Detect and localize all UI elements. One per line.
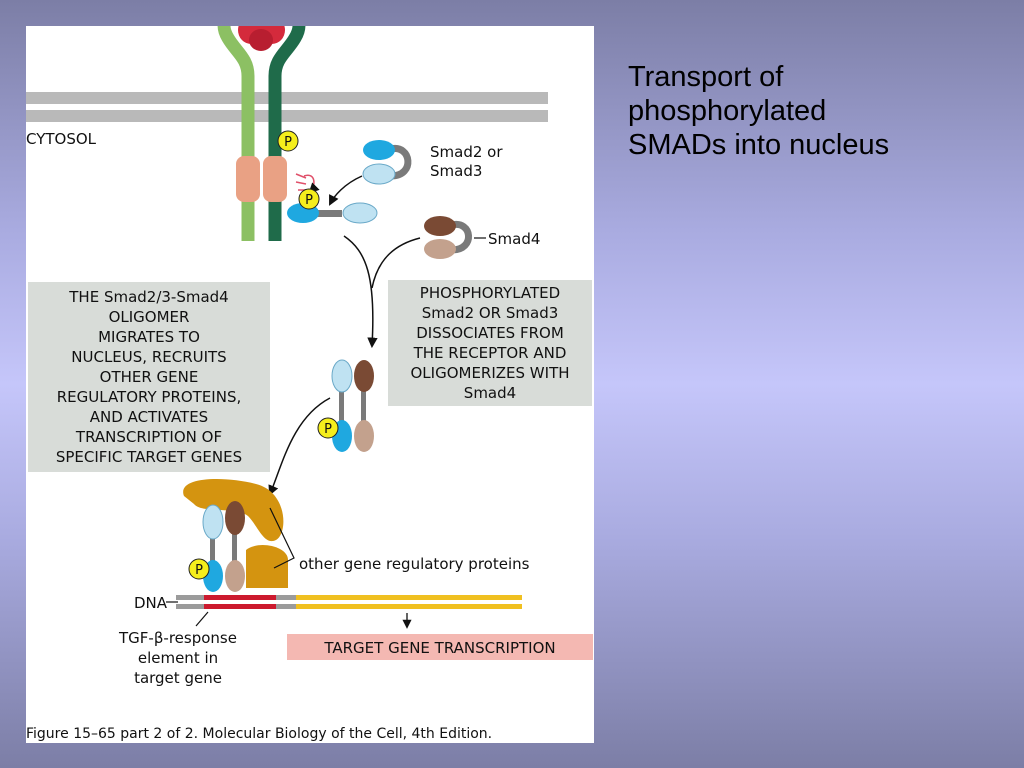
receptor-dark-chain — [268, 26, 306, 241]
smad4-free-protein — [424, 216, 486, 259]
left-box-line: AND ACTIVATES — [90, 408, 208, 426]
slide-title: Transport of phosphorylated SMADs into n… — [628, 60, 1008, 162]
receptor-to-oligomer-arrow — [343, 235, 378, 349]
kinase-domain-left — [236, 156, 260, 202]
phospho-label: P — [195, 563, 203, 578]
figure-panel: P CYTOSOL Smad2 or Smad3 P Smad4 THE Sma… — [26, 26, 594, 743]
right-box-line: PHOSPHORYLATED — [420, 284, 560, 302]
right-box-line: Smad4 — [464, 384, 516, 402]
left-box-line: OTHER GENE — [100, 368, 199, 386]
smad4-label: Smad4 — [488, 230, 540, 248]
tgf-label-line: TGF-β-response — [118, 629, 237, 647]
regulatory-complex-on-dna: P — [183, 479, 288, 592]
smad23-receptor-bound: P — [287, 188, 378, 224]
tgf-label-line: element in — [138, 649, 218, 667]
tgf-beta-ligand — [238, 26, 285, 51]
smad-oligomer-cytoplasm: P — [317, 359, 374, 452]
left-box-line: SPECIFIC TARGET GENES — [56, 448, 242, 466]
transcription-box: TARGET GENE TRANSCRIPTION — [287, 634, 593, 660]
receptor-light-chain — [217, 26, 255, 241]
slide-title-line: phosphorylated — [628, 95, 827, 127]
left-box-line: MIGRATES TO — [98, 328, 200, 346]
smad23-free-protein — [362, 140, 412, 185]
left-box-line: OLIGOMER — [109, 308, 190, 326]
right-info-box: PHOSPHORYLATED Smad2 OR Smad3 DISSOCIATE… — [388, 280, 592, 406]
smad23-label-line: Smad3 — [430, 162, 482, 180]
phospho-label: P — [305, 193, 313, 208]
right-box-line: Smad2 OR Smad3 — [422, 304, 559, 322]
transcription-label: TARGET GENE TRANSCRIPTION — [323, 639, 555, 657]
dna-label: DNA — [134, 594, 168, 612]
phospho-label: P — [284, 135, 292, 150]
kinase-domain-right — [263, 156, 287, 202]
other-proteins-pointer — [269, 507, 295, 569]
oligomer-to-nucleus-arrow — [268, 397, 331, 496]
plasma-membrane — [26, 92, 548, 122]
cytosol-label: CYTOSOL — [26, 130, 97, 148]
left-info-box: THE Smad2/3-Smad4 OLIGOMER MIGRATES TO N… — [28, 282, 270, 472]
left-box-line: REGULATORY PROTEINS, — [57, 388, 242, 406]
right-box-line: OLIGOMERIZES WITH — [410, 364, 569, 382]
right-box-line: DISSOCIATES FROM — [416, 324, 564, 342]
smad23-to-receptor-arrow — [329, 175, 363, 206]
slide-title-line: Transport of — [628, 61, 784, 93]
left-box-line: NUCLEUS, RECRUITS — [71, 348, 226, 366]
left-box-line: TRANSCRIPTION OF — [75, 428, 222, 446]
tgf-label-line: target gene — [134, 669, 222, 687]
smad4-join-curve — [371, 237, 421, 289]
other-regulatory-protein-bottom — [246, 545, 288, 588]
other-proteins-label: other gene regulatory proteins — [299, 555, 530, 573]
smad-pathway-diagram: P CYTOSOL Smad2 or Smad3 P Smad4 THE Sma… — [26, 26, 593, 742]
tgf-beta-receptor — [217, 26, 306, 241]
smad23-label-line: Smad2 or — [430, 143, 503, 161]
phospho-label: P — [324, 422, 332, 437]
receptor-phospho-marker: P — [277, 130, 299, 152]
dna-strand — [176, 595, 522, 609]
tgf-element-pointer — [195, 611, 209, 627]
slide-title-line: SMADs into nucleus — [628, 129, 890, 161]
right-box-line: THE RECEPTOR AND — [413, 344, 567, 362]
figure-caption: Figure 15–65 part 2 of 2. Molecular Biol… — [26, 726, 492, 742]
left-box-line: THE Smad2/3-Smad4 — [68, 288, 228, 306]
